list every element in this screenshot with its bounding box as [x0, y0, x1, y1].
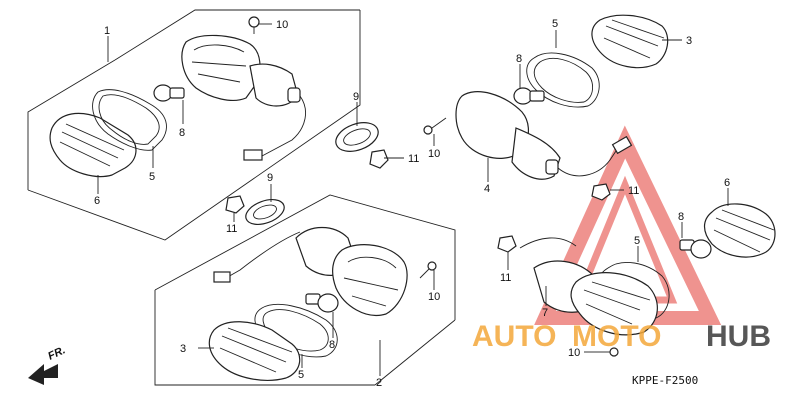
watermark-hub: HUB — [706, 320, 771, 353]
lens-6-right — [703, 203, 776, 258]
gasket-5-top-right — [526, 52, 600, 108]
diagram-code: KPPE-F2500 — [632, 374, 698, 387]
nut-11-lower — [225, 195, 245, 214]
callout-6: 6 — [724, 177, 730, 189]
callout-11: 11 — [500, 272, 511, 284]
callout-3: 3 — [180, 343, 186, 355]
callout-9: 9 — [353, 91, 359, 103]
watermark-text: AUTO MOTO HUB — [472, 320, 771, 353]
callout-8: 8 — [179, 127, 185, 139]
lens-6-left — [49, 112, 137, 178]
callout-10: 10 — [428, 148, 440, 160]
callout-5: 5 — [634, 235, 640, 247]
screw-10-top-left — [248, 16, 260, 34]
assembly-2-frame — [154, 194, 456, 386]
grommet-9-top — [335, 122, 379, 152]
lens-3-lower — [208, 321, 301, 381]
callout-5: 5 — [149, 171, 155, 183]
housing-4 — [455, 91, 633, 180]
callout-9: 9 — [267, 172, 273, 184]
screw-10-bottom-right — [598, 347, 619, 357]
grommet-9-lower — [245, 199, 285, 225]
callout-10: 10 — [276, 19, 288, 31]
direction-label: FR. — [46, 344, 67, 362]
housing-1 — [181, 34, 307, 161]
assembly-1-frame — [27, 9, 361, 241]
watermark-moto: MOTO — [572, 320, 661, 353]
watermark-auto: AUTO — [472, 320, 556, 353]
screw-10-mid — [423, 117, 447, 135]
callout-7: 7 — [542, 307, 548, 319]
screw-10-lower-left — [419, 261, 437, 279]
nut-11-top — [369, 149, 389, 169]
callout-10: 10 — [428, 291, 440, 303]
callout-11: 11 — [628, 185, 639, 197]
callout-5: 5 — [298, 369, 304, 381]
bulb-8-top-right — [513, 87, 545, 105]
callout-11: 11 — [408, 153, 419, 165]
callout-10: 10 — [568, 347, 580, 359]
gasket-5-left — [92, 89, 167, 151]
callout-1: 1 — [104, 25, 110, 37]
bulb-8-left — [153, 84, 185, 102]
front-arrow-icon — [28, 364, 58, 385]
housing-7 — [519, 237, 658, 336]
housing-2 — [213, 226, 408, 316]
callout-6: 6 — [94, 195, 100, 207]
callout-2: 2 — [376, 377, 382, 389]
lens-3-top-right — [591, 14, 669, 69]
callout-3: 3 — [686, 35, 692, 47]
callout-5: 5 — [552, 18, 558, 30]
front-direction-indicator: FR. — [28, 344, 67, 385]
leader-lines — [97, 23, 729, 376]
callout-8: 8 — [516, 53, 522, 65]
bulb-8-lower — [305, 293, 339, 313]
bulb-8-right — [679, 239, 712, 259]
callout-8: 8 — [329, 339, 335, 351]
nut-11-right — [591, 183, 611, 201]
nut-11-bottom-right — [497, 235, 517, 253]
callout-4: 4 — [484, 183, 490, 195]
callout-8: 8 — [678, 211, 684, 223]
callout-11: 11 — [226, 223, 237, 235]
